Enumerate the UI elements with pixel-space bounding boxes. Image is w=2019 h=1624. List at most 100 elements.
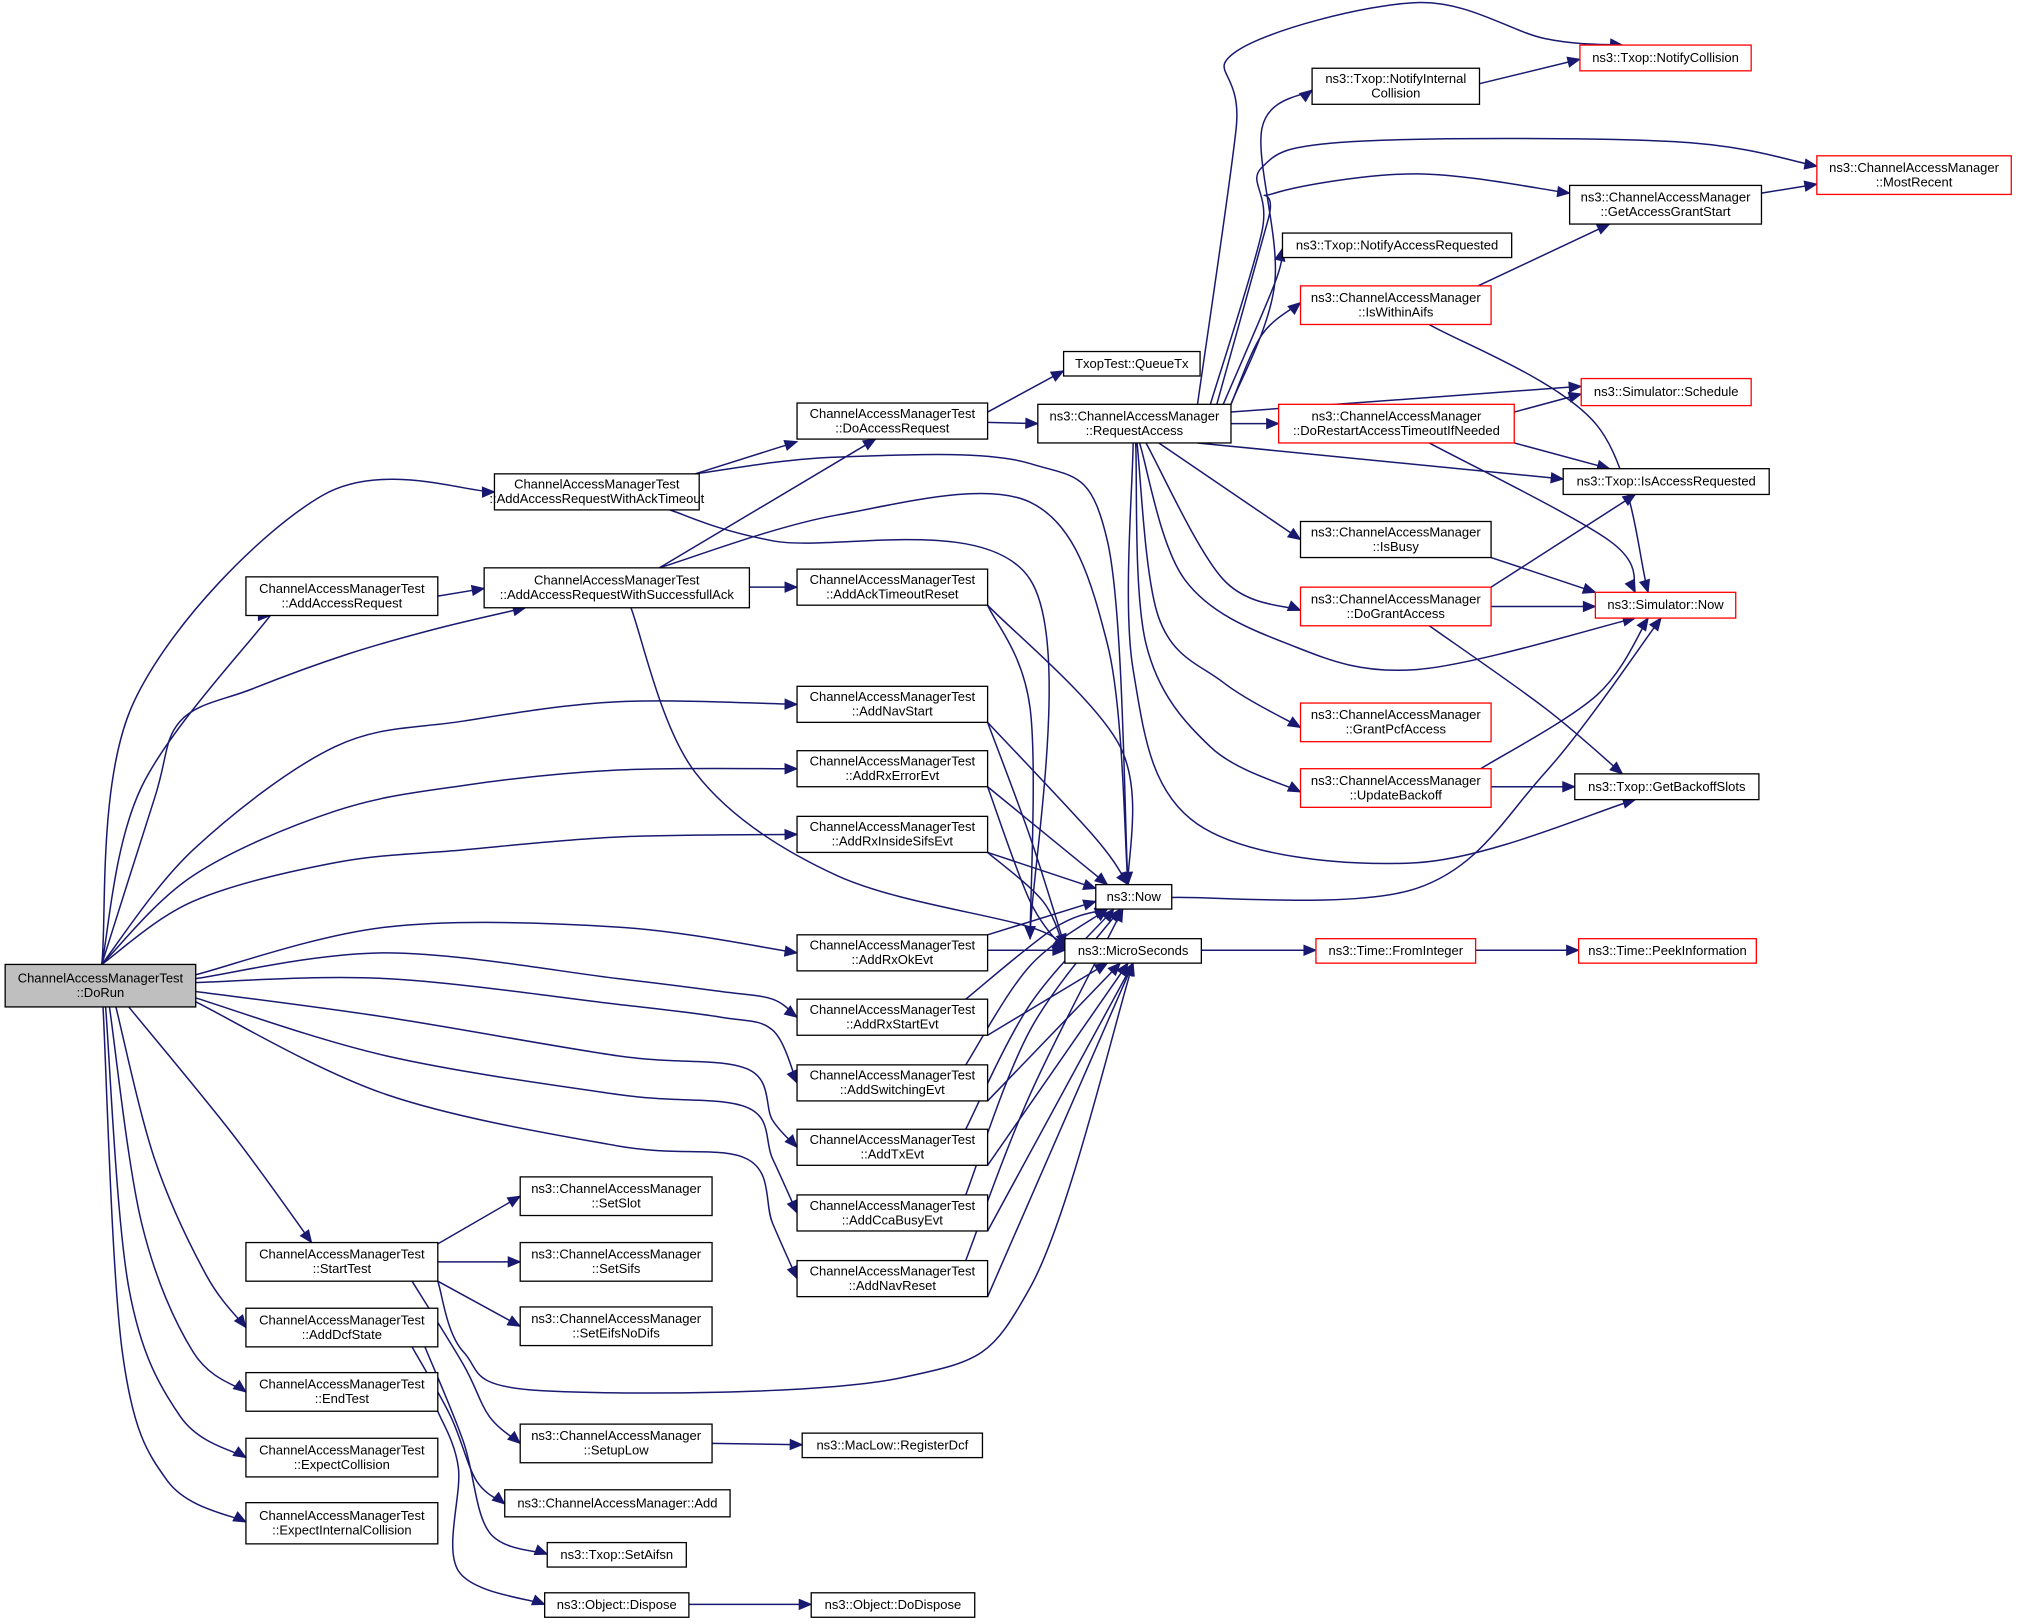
node-label: ns3::ChannelAccessManager xyxy=(1581,190,1751,205)
node-box xyxy=(245,1437,439,1478)
node-endtest[interactable]: ChannelAccessManagerTest::EndTest xyxy=(245,1371,439,1412)
node-label: ns3::ChannelAccessManager xyxy=(1311,591,1481,606)
node-rxstart[interactable]: ChannelAccessManagerTest::AddRxStartEvt xyxy=(796,998,989,1036)
call-edge-line xyxy=(1134,442,1301,793)
call-edge-reqaccess xyxy=(1134,442,1302,793)
call-edge-endtest xyxy=(437,1410,546,1606)
call-edge-line xyxy=(437,1280,521,1327)
node-box xyxy=(519,1176,713,1217)
arrowhead xyxy=(1286,781,1302,793)
call-edge-line xyxy=(1428,323,1649,593)
node-dorestart[interactable]: ns3::ChannelAccessManager::DoRestartAcce… xyxy=(1277,403,1515,444)
node-getbackoff[interactable]: ns3::Txop::GetBackoffSlots xyxy=(1574,773,1760,801)
call-edge-dorun xyxy=(195,1001,798,1280)
node-setsifs[interactable]: ns3::ChannelAccessManager::SetSifs xyxy=(519,1241,713,1282)
node-notifyreq[interactable]: ns3::Txop::NotifyAccessRequested xyxy=(1281,232,1513,259)
call-edges xyxy=(100,1,1819,1611)
call-edge-line xyxy=(1428,625,1623,775)
node-simnow[interactable]: ns3::Simulator::Now xyxy=(1594,591,1737,619)
node-switching[interactable]: ChannelAccessManagerTest::AddSwitchingEv… xyxy=(796,1064,989,1102)
call-edge-starttest xyxy=(411,1280,522,1445)
node-dodispose[interactable]: ns3::Object::DoDispose xyxy=(810,1592,976,1618)
call-edge-line xyxy=(1145,442,1301,612)
node-label: ChannelAccessManagerTest xyxy=(259,1442,425,1457)
arrowhead xyxy=(1286,716,1302,729)
call-edge-line xyxy=(437,962,1134,1394)
node-mostrecent[interactable]: ns3::ChannelAccessManager::MostRecent xyxy=(1816,155,2012,196)
node-fromint[interactable]: ns3::Time::FromInteger xyxy=(1315,938,1477,964)
arrowhead xyxy=(1621,493,1637,507)
node-ccabusy[interactable]: ChannelAccessManagerTest::AddCcaBusyEvt xyxy=(796,1194,989,1232)
call-edge-dogrant xyxy=(1428,625,1624,775)
node-dcfstate[interactable]: ChannelAccessManagerTest::AddDcfState xyxy=(245,1307,439,1348)
call-edge-acktr xyxy=(986,604,1036,940)
node-label: ChannelAccessManagerTest xyxy=(259,1312,425,1327)
node-label: ::SetSlot xyxy=(592,1196,642,1211)
call-edge-iswithin xyxy=(1428,323,1650,594)
node-reqaccess[interactable]: ns3::ChannelAccessManager::RequestAccess xyxy=(1037,403,1232,444)
node-peekinfo[interactable]: ns3::Time::PeekInformation xyxy=(1577,938,1757,964)
node-getgrant[interactable]: ns3::ChannelAccessManager::GetAccessGran… xyxy=(1568,184,1763,225)
node-regdcf[interactable]: ns3::MacLow::RegisterDcf xyxy=(801,1432,984,1459)
call-edge-dorun xyxy=(195,952,799,1018)
call-edge-line xyxy=(195,921,798,976)
node-aar[interactable]: ChannelAccessManagerTest::AddAccessReque… xyxy=(245,576,439,617)
node-acktr[interactable]: ChannelAccessManagerTest::AddAckTimeoutR… xyxy=(796,568,989,606)
node-label: ::GetAccessGrantStart xyxy=(1601,204,1731,219)
node-navreset[interactable]: ChannelAccessManagerTest::AddNavReset xyxy=(796,1259,989,1298)
node-expcoll[interactable]: ChannelAccessManagerTest::ExpectCollisio… xyxy=(245,1437,439,1478)
node-box xyxy=(1299,586,1492,627)
node-dispose[interactable]: ns3::Object::Dispose xyxy=(544,1592,690,1618)
node-rxok[interactable]: ChannelAccessManagerTest::AddRxOkEvt xyxy=(796,934,989,972)
node-starttest[interactable]: ChannelAccessManagerTest::StartTest xyxy=(245,1241,439,1282)
node-queuetx[interactable]: TxopTest::QueueTx xyxy=(1062,350,1201,377)
node-label: ns3::Simulator::Now xyxy=(1607,597,1724,612)
node-arwsa[interactable]: ChannelAccessManagerTest::AddAccessReque… xyxy=(483,567,751,609)
call-edge-line xyxy=(1136,442,1301,729)
node-box xyxy=(519,1306,713,1347)
call-edge-ccabusy xyxy=(986,962,1134,1232)
node-doaccess[interactable]: ChannelAccessManagerTest::DoAccessReques… xyxy=(796,402,989,440)
node-box xyxy=(245,1307,439,1348)
node-dorun[interactable]: ChannelAccessManagerTest::DoRun xyxy=(4,963,197,1008)
node-grantpcf[interactable]: ns3::ChannelAccessManager::GrantPcfAcces… xyxy=(1299,702,1492,743)
call-edge-line xyxy=(987,851,1097,890)
node-iswithin[interactable]: ns3::ChannelAccessManager::IsWithinAifs xyxy=(1299,285,1492,326)
node-notifycoll[interactable]: ns3::Txop::NotifyCollision xyxy=(1579,44,1752,72)
node-label: TxopTest::QueueTx xyxy=(1075,356,1189,371)
node-rxsifs[interactable]: ChannelAccessManagerTest::AddRxInsideSif… xyxy=(796,815,989,854)
node-txevt[interactable]: ChannelAccessManagerTest::AddTxEvt xyxy=(796,1128,989,1166)
node-label: ::AddAckTimeoutReset xyxy=(826,586,959,601)
node-box xyxy=(245,576,439,617)
node-schedule[interactable]: ns3::Simulator::Schedule xyxy=(1580,377,1752,407)
node-setuplow[interactable]: ns3::ChannelAccessManager::SetupLow xyxy=(519,1423,713,1464)
node-navstart[interactable]: ChannelAccessManagerTest::AddNavStart xyxy=(796,685,989,724)
call-edge-dcfstate xyxy=(424,1346,549,1556)
node-setaifsn[interactable]: ns3::Txop::SetAifsn xyxy=(546,1541,687,1568)
node-label: ::IsWithinAifs xyxy=(1358,304,1434,319)
node-arwat[interactable]: ChannelAccessManagerTest::AddAccessReque… xyxy=(489,473,705,511)
call-edge-dorun xyxy=(195,990,798,1149)
node-camadd[interactable]: ns3::ChannelAccessManager::Add xyxy=(504,1489,731,1518)
node-rxerr[interactable]: ChannelAccessManagerTest::AddRxErrorEvt xyxy=(796,750,989,788)
node-box xyxy=(245,1371,439,1412)
arrowhead xyxy=(861,438,877,451)
node-isaccreq[interactable]: ns3::Txop::IsAccessRequested xyxy=(1562,468,1770,496)
node-setslot[interactable]: ns3::ChannelAccessManager::SetSlot xyxy=(519,1176,713,1217)
call-edge-line xyxy=(1230,89,1313,405)
node-updatebackoff[interactable]: ns3::ChannelAccessManager::UpdateBackoff xyxy=(1299,768,1492,808)
arrowhead xyxy=(1803,180,1819,192)
node-seteifs[interactable]: ns3::ChannelAccessManager::SetEifsNoDifs xyxy=(519,1306,713,1347)
node-dogrant[interactable]: ns3::ChannelAccessManager::DoGrantAccess xyxy=(1299,586,1492,627)
arrowhead xyxy=(1550,472,1565,484)
call-edge-rxok xyxy=(987,899,1098,936)
node-expintcoll[interactable]: ChannelAccessManagerTest::ExpectInternal… xyxy=(245,1502,439,1545)
node-isbusy[interactable]: ns3::ChannelAccessManager::IsBusy xyxy=(1299,520,1492,559)
node-box xyxy=(1562,468,1770,496)
node-box xyxy=(796,1128,989,1166)
call-edge-line xyxy=(437,1195,521,1245)
node-micro[interactable]: ns3::MicroSeconds xyxy=(1064,938,1203,964)
node-label: ChannelAccessManagerTest xyxy=(514,477,680,492)
node-now[interactable]: ns3::Now xyxy=(1095,883,1173,910)
